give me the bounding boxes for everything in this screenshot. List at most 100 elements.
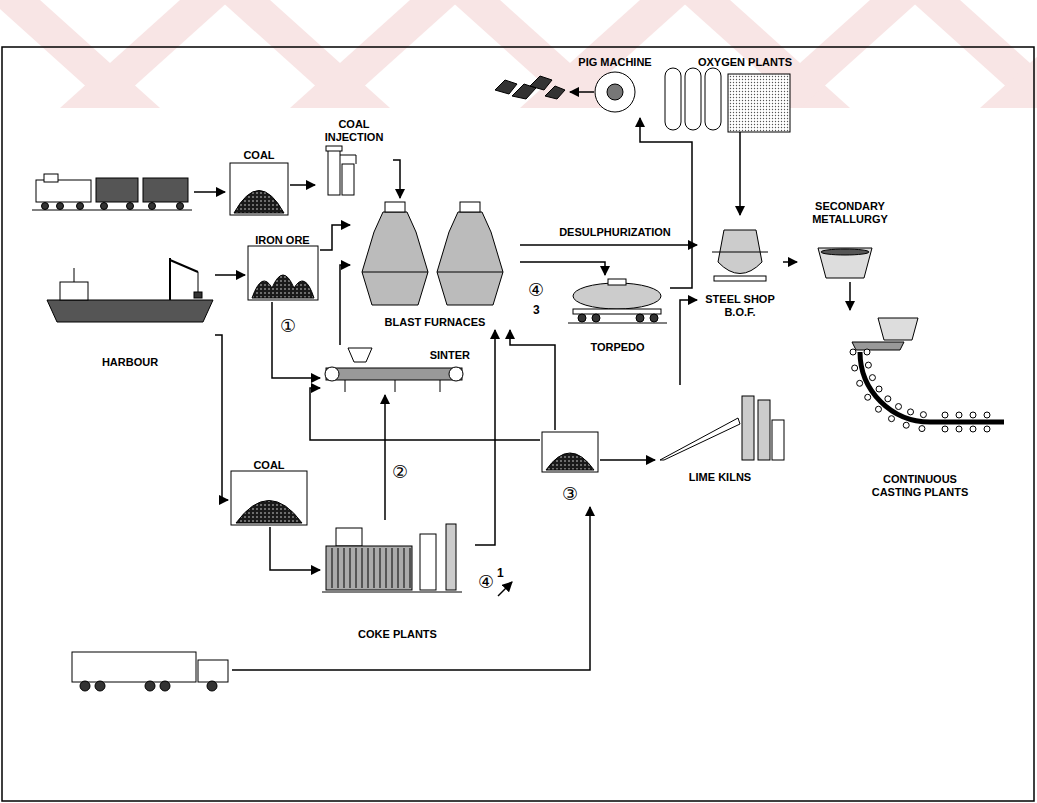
- coke-oven: [380, 548, 381, 588]
- equipment-node: BLAST FURNACES: [350, 198, 520, 330]
- sinter-strand: [345, 380, 346, 392]
- label-holder: SINTER: [320, 345, 470, 363]
- equipment-label: TORPEDO: [590, 341, 644, 354]
- sinter-strand: [348, 348, 372, 362]
- flow-arrow: [570, 91, 594, 93]
- flow-connector: [849, 282, 851, 310]
- coal-pile: [230, 163, 288, 215]
- callout-number: ④: [478, 572, 494, 592]
- continuous-caster: [908, 409, 914, 415]
- callout-number: 1: [497, 566, 504, 580]
- train: [77, 203, 84, 210]
- coke-oven: [374, 548, 375, 588]
- injection-plant: [342, 164, 354, 195]
- coke-oven: [386, 548, 387, 588]
- pig-machine: [595, 72, 635, 112]
- equipment-label: LIME KILNS: [689, 471, 751, 484]
- torpedo-car: [573, 309, 661, 314]
- equipment-label: PIG MACHINE: [578, 56, 651, 69]
- flow-connector: [215, 335, 228, 500]
- equipment-label: COKE PLANTS: [358, 628, 437, 641]
- oxygen-plant: [728, 74, 790, 132]
- lime-kiln: [660, 396, 784, 460]
- coke-oven: [398, 548, 399, 588]
- coke-oven: [368, 548, 369, 588]
- label-holder: OXYGEN PLANTS: [660, 52, 830, 70]
- continuous-caster: [878, 318, 918, 340]
- ship: [170, 260, 198, 272]
- truck: [72, 652, 228, 691]
- equipment-node: IRON ORE: [245, 230, 320, 302]
- flow-arrow: [232, 507, 590, 670]
- coal-pile: [231, 471, 307, 525]
- truck: [72, 652, 196, 682]
- continuous-caster: [942, 412, 948, 418]
- continuous-caster: [984, 412, 990, 418]
- truck: [80, 681, 90, 691]
- oxygen-plant: [685, 68, 701, 130]
- equipment-node: COKE PLANTS: [320, 520, 475, 642]
- continuous-caster: [942, 426, 948, 432]
- equipment-label: IRON ORE: [255, 234, 309, 247]
- equipment-node: HARBOUR: [45, 250, 215, 370]
- blast-furnace: [362, 212, 428, 305]
- equipment-label: COAL: [253, 459, 284, 472]
- coke-oven: [362, 548, 363, 588]
- coke-oven: [420, 534, 436, 590]
- equipment-label: COAL INJECTION: [318, 118, 390, 144]
- continuous-caster: [903, 422, 909, 428]
- label-holder: COKE PLANTS: [320, 624, 475, 642]
- train: [44, 174, 58, 182]
- train: [36, 180, 91, 202]
- injection-plant: [326, 146, 356, 195]
- label-holder: COAL: [228, 145, 290, 163]
- blast-furnace: [362, 272, 428, 273]
- continuous-caster: [864, 349, 870, 355]
- equipment-node: SECONDARY METALLURGY: [797, 200, 903, 282]
- ship: [198, 272, 199, 292]
- callout-number: ③: [562, 484, 578, 504]
- ship: [194, 292, 202, 298]
- label-holder: SECONDARY METALLURGY: [797, 200, 903, 227]
- flow-connector: [475, 330, 495, 545]
- flow-arrow: [498, 582, 512, 596]
- sinter-strand: [440, 380, 441, 392]
- equipment-label: SINTER: [430, 349, 470, 362]
- coke-oven: [410, 548, 411, 588]
- torpedo-car: [573, 283, 661, 309]
- continuous-caster: [875, 406, 881, 412]
- watermark: [60, 0, 230, 108]
- equipment-node: COAL: [228, 145, 290, 217]
- flow-connector: [680, 300, 697, 385]
- continuous-caster: [970, 426, 976, 432]
- coke-oven: [322, 524, 462, 592]
- injection-plant: [326, 146, 342, 151]
- lime-kiln: [758, 400, 770, 460]
- equipment-node: STEEL SHOP B.O.F.: [697, 215, 783, 320]
- flow-connector: [783, 261, 797, 263]
- equipment-node: ③: [540, 430, 600, 504]
- continuous-caster: [919, 426, 925, 432]
- continuous-caster: [865, 394, 871, 400]
- flow-connector: [270, 527, 320, 570]
- label-holder: COAL: [228, 455, 310, 473]
- ship: [60, 282, 88, 300]
- coal-pile: [231, 471, 307, 525]
- label-holder: LIME KILNS: [655, 467, 785, 485]
- continuous-caster: [852, 365, 858, 371]
- oxygen-plant: [665, 68, 790, 132]
- coke-oven: [336, 528, 362, 546]
- truck: [198, 660, 228, 682]
- train: [101, 203, 108, 210]
- flow-connector: [739, 132, 741, 215]
- oxygen-plant: [705, 68, 721, 130]
- flow-arrow: [194, 191, 225, 193]
- ship: [47, 300, 213, 322]
- train: [96, 178, 138, 202]
- label-holder: COAL INJECTION: [315, 118, 393, 145]
- torpedo-car: [568, 323, 667, 324]
- pig-machine: [495, 72, 635, 112]
- injection-plant: [328, 150, 340, 195]
- continuous-caster: [850, 349, 856, 355]
- train: [32, 210, 192, 211]
